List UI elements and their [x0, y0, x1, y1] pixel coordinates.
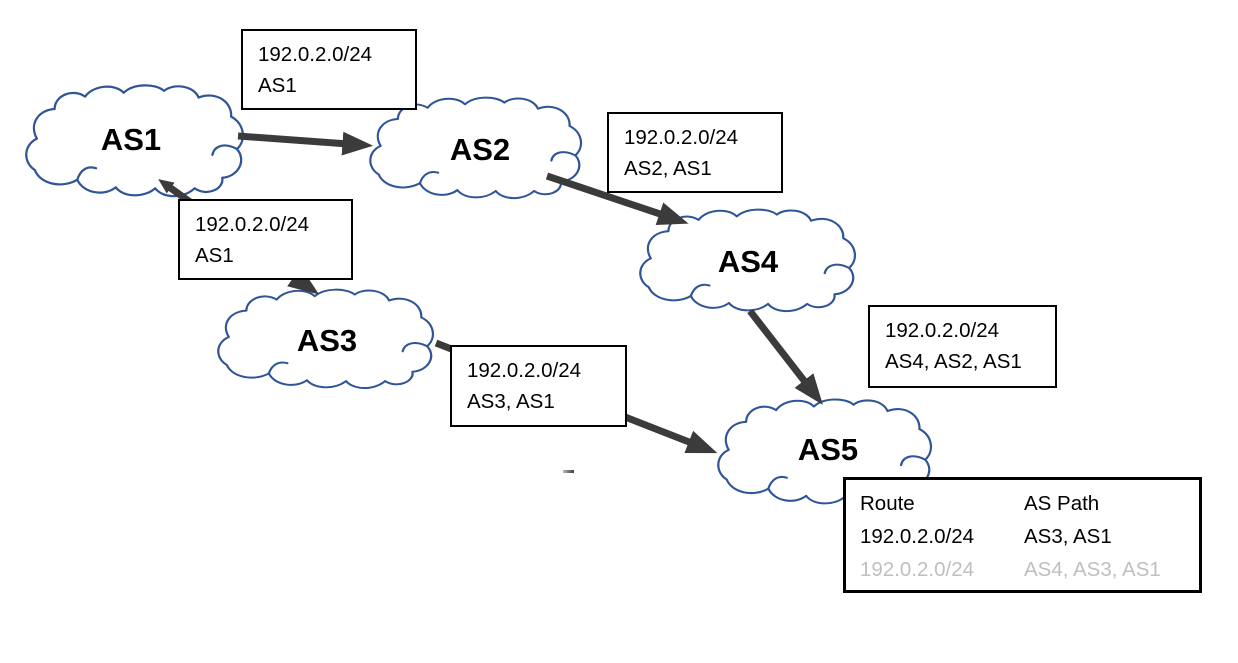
as-path: AS3, AS1: [467, 390, 555, 413]
advertisement-box-as1-to-as3: 192.0.2.0/24 AS1: [178, 199, 353, 280]
as-path: AS1: [258, 74, 297, 97]
route-prefix: 192.0.2.0/24: [258, 43, 372, 66]
as5-label: AS5: [797, 432, 859, 467]
arrow-as1-to-as2: [237, 131, 374, 156]
advertisement-box-as1-to-as2: 192.0.2.0/24 AS1: [241, 29, 417, 110]
advertisement-box-as4-to-as5: 192.0.2.0/24 AS4, AS2, AS1: [868, 305, 1057, 388]
as-path: AS4, AS2, AS1: [885, 350, 1022, 373]
as5-routing-table: Route AS Path 192.0.2.0/24 AS3, AS1 192.…: [843, 477, 1202, 593]
as-path: AS2, AS1: [624, 157, 712, 180]
advertisement-box-as3-to-as5: 192.0.2.0/24 AS3, AS1: [450, 345, 627, 427]
route-prefix: 192.0.2.0/24: [860, 558, 974, 581]
as4-label: AS4: [717, 244, 779, 279]
routing-table-row-not-selected: 192.0.2.0/24 AS4, AS3, AS1: [860, 553, 1193, 586]
route-prefix: 192.0.2.0/24: [195, 213, 309, 236]
route-prefix: 192.0.2.0/24: [467, 359, 581, 382]
advertisement-box-as2-to-as4: 192.0.2.0/24 AS2, AS1: [607, 112, 783, 193]
arrow-as2-to-as4: [545, 172, 689, 226]
arrow-as4-to-as5: [747, 308, 823, 405]
routing-table-header-as-path: AS Path: [1024, 492, 1100, 515]
route-prefix: 192.0.2.0/24: [624, 126, 738, 149]
as2-label: AS2: [449, 132, 511, 167]
as-path: AS3, AS1: [1024, 525, 1112, 548]
routing-table-header-route: Route: [860, 492, 915, 515]
as-path: AS4, AS3, AS1: [1024, 558, 1161, 581]
route-prefix: 192.0.2.0/24: [885, 319, 999, 342]
routing-table-header-row: Route AS Path: [860, 487, 1193, 520]
route-prefix: 192.0.2.0/24: [860, 525, 974, 548]
as-path: AS1: [195, 244, 234, 267]
stray-mark: [563, 470, 574, 473]
routing-table-row-selected: 192.0.2.0/24 AS3, AS1: [860, 520, 1193, 553]
as3-label: AS3: [296, 323, 358, 358]
as1-label: AS1: [100, 122, 162, 157]
